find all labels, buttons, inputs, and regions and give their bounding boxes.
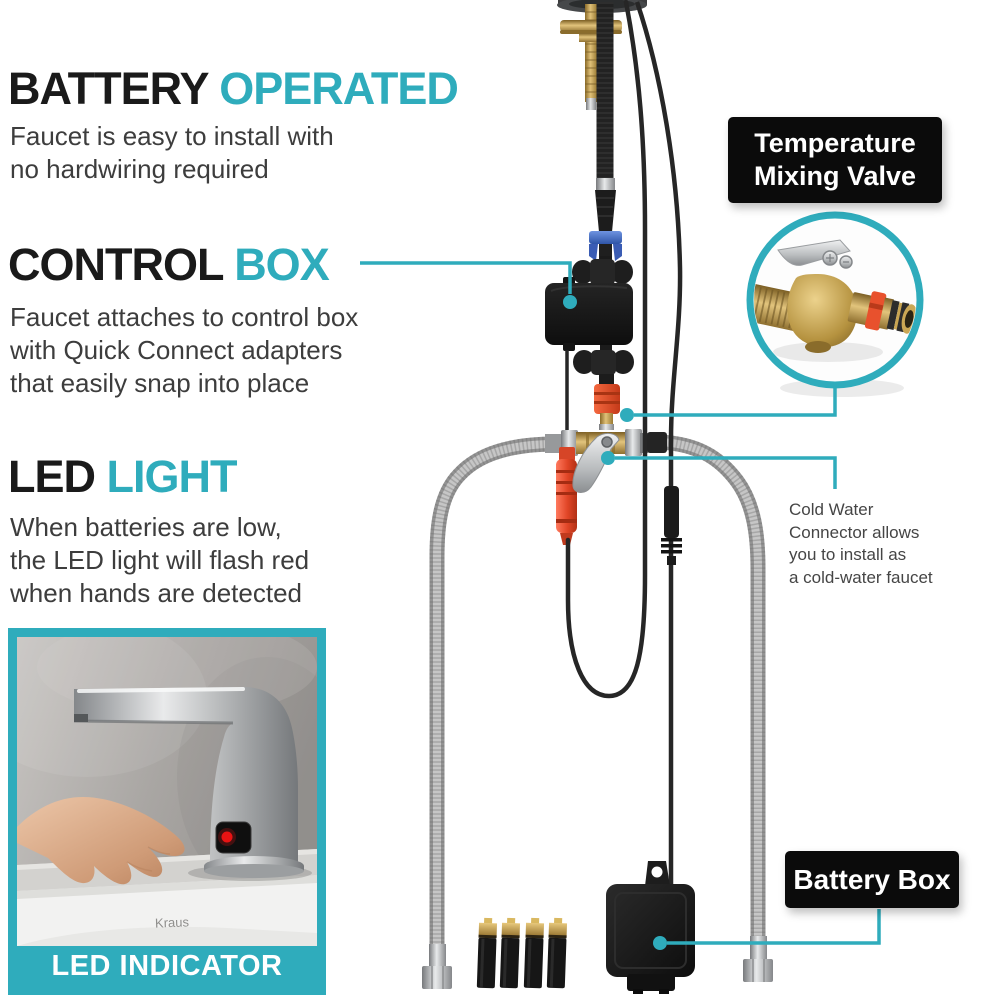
control-heading-primary: CONTROL [8, 239, 224, 290]
led-indicator-caption: LED INDICATOR [17, 946, 317, 986]
sensor-cable [565, 0, 648, 699]
battery-operated-description: Faucet is easy to install with no hardwi… [10, 121, 334, 184]
control-box-description: Faucet attaches to control box with Quic… [10, 302, 359, 398]
control-heading-accent: BOX [234, 239, 330, 290]
callout-lines [360, 261, 881, 945]
power-cable [634, 1, 683, 884]
led-indicator-light [221, 831, 233, 843]
callout-dot-cold-water [601, 451, 615, 465]
cable-connector [664, 486, 679, 538]
mixing-valve-inset [746, 211, 924, 397]
led-heading-primary: LED [8, 451, 96, 502]
mixing-valve-label: Temperature Mixing Valve [728, 117, 942, 203]
right-supply-hose [659, 434, 773, 982]
mixing-valve-handle [777, 239, 853, 269]
battery-heading-accent: OPERATED [219, 63, 459, 114]
hose-ferrule-right [750, 936, 767, 962]
led-heading-accent: LIGHT [106, 451, 238, 502]
hose-nut-left [422, 966, 452, 989]
hot-water-connector [556, 447, 577, 545]
left-supply-hose [422, 436, 557, 989]
callout-dots [563, 295, 667, 950]
callout-line-cold-water [615, 456, 837, 489]
inset-circle-border [746, 211, 924, 389]
callout-line-mixing-valve [634, 386, 837, 417]
photo-hand [17, 797, 185, 885]
callout-line-battery-box [667, 909, 881, 945]
mixing-valve-photo [754, 239, 916, 362]
hose-ferrule-left [429, 944, 446, 970]
control-box-heading: CONTROL BOX [8, 239, 330, 290]
led-light-heading: LED LIGHT [8, 454, 237, 499]
valve-lever [572, 432, 620, 493]
battery-box-label: Battery Box [785, 851, 959, 908]
orange-quick-connect [594, 384, 620, 430]
brand-text: Kraus [154, 914, 190, 931]
faucet-aerator [74, 714, 88, 722]
battery-operated-heading: BATTERY OPERATED [8, 63, 459, 114]
blue-quick-connect [589, 231, 622, 261]
faucet-photo: Kraus [17, 637, 317, 946]
battery-box [606, 861, 695, 994]
control-box [545, 256, 634, 448]
sensor-window [215, 821, 252, 854]
faucet-supply-hose [595, 2, 616, 232]
battery-heading-primary: BATTERY [8, 63, 209, 114]
batteries [476, 917, 568, 989]
callout-dot-mixing-valve [620, 408, 634, 422]
led-indicator-photo-frame: Kraus LED INDICATOR [8, 628, 326, 995]
callout-line-control-box [360, 261, 572, 294]
cold-water-note: Cold Water Connector allows you to insta… [789, 500, 933, 587]
hose-nut-right [743, 959, 773, 982]
callout-dot-control-box [563, 295, 577, 309]
faucet-photo-illustration [17, 637, 317, 946]
led-light-description: When batteries are low, the LED light wi… [10, 512, 310, 608]
photo-faucet [73, 687, 304, 878]
callout-dot-battery-box [653, 936, 667, 950]
